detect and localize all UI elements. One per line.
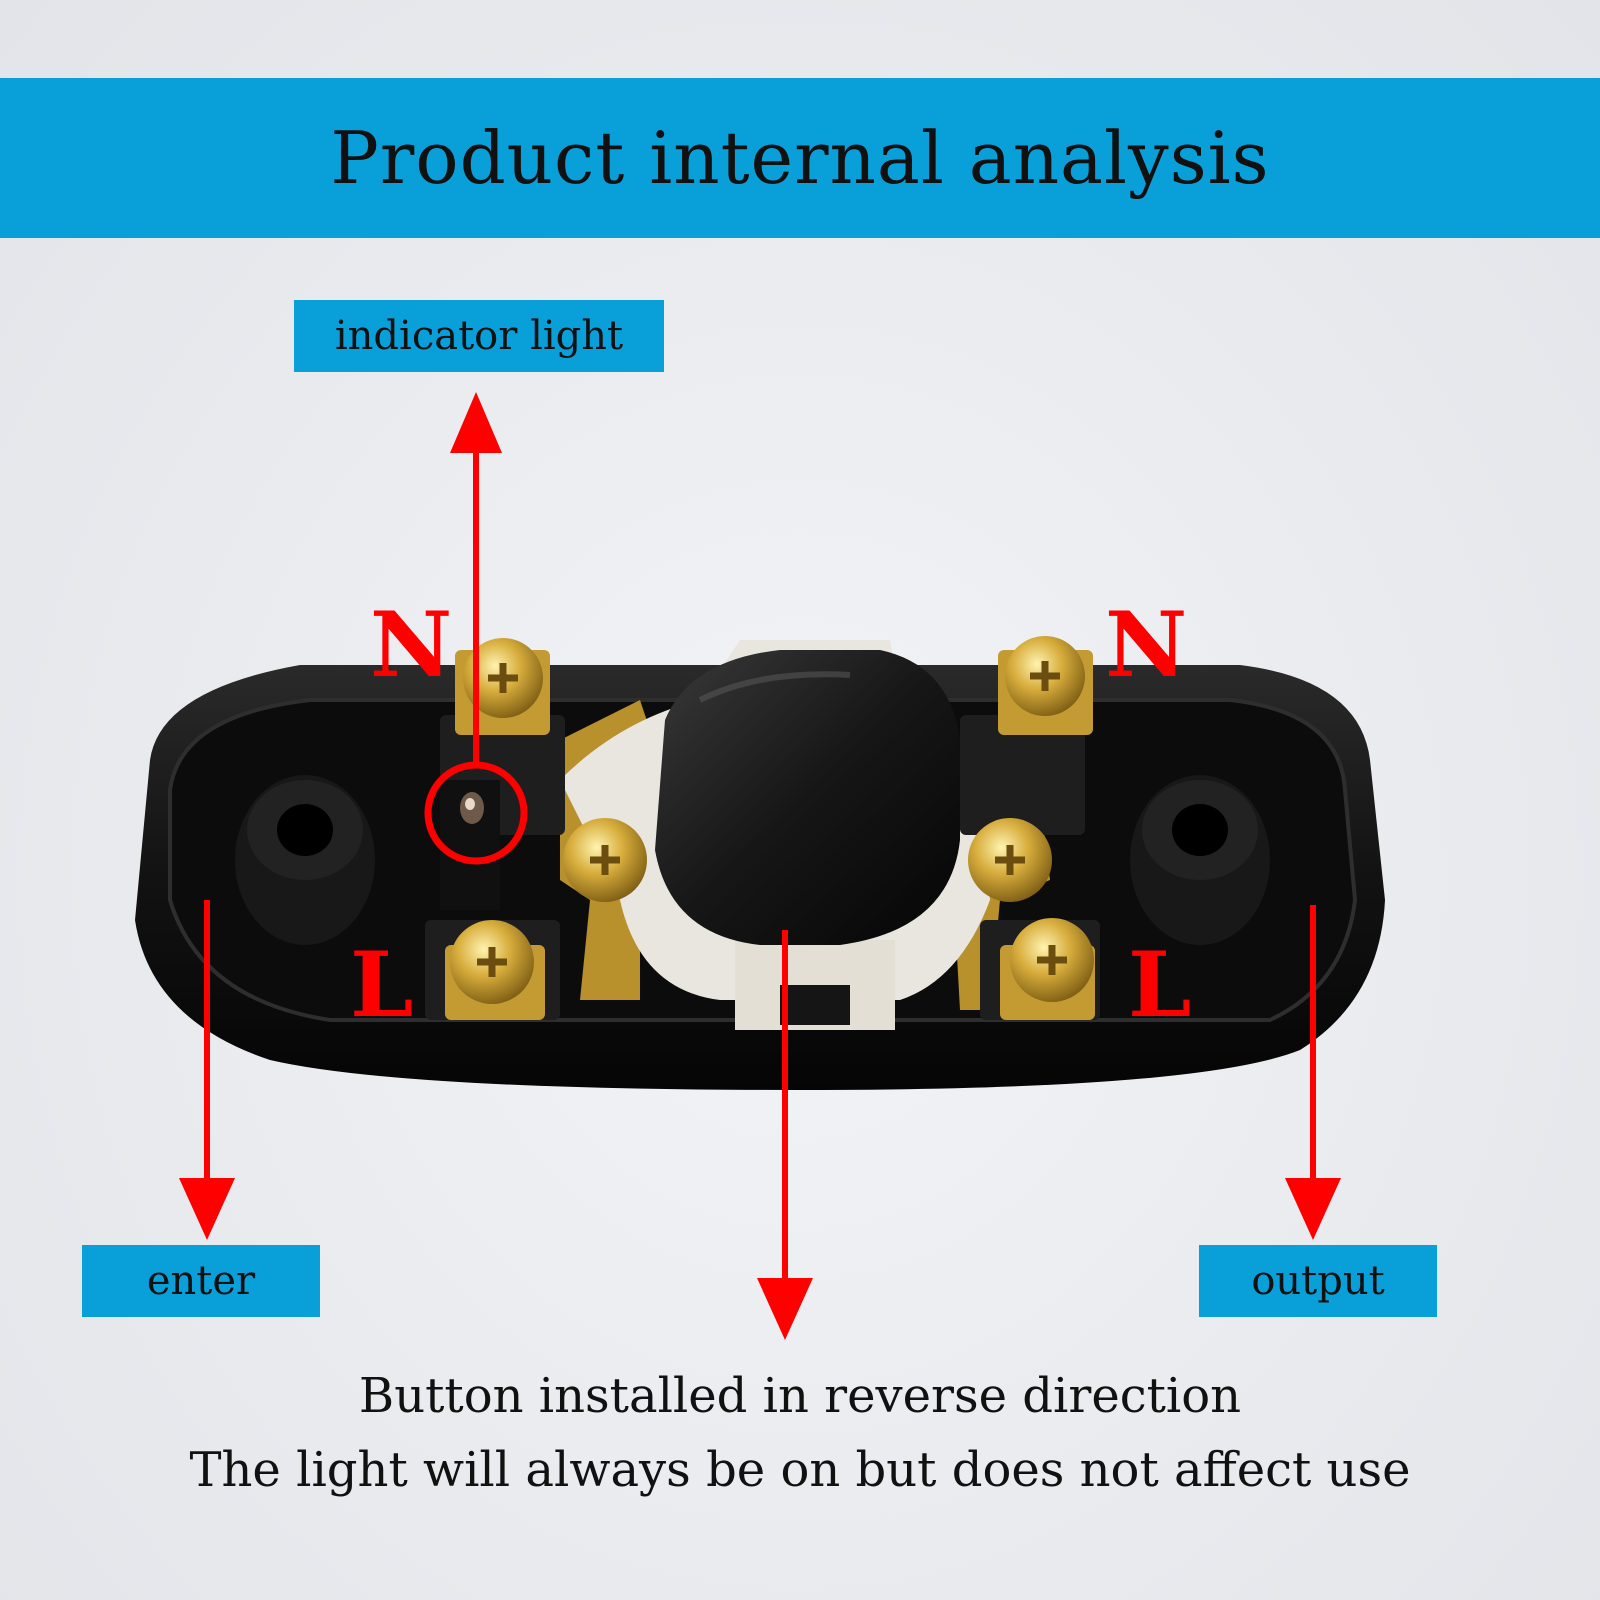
insulator-slot bbox=[780, 985, 850, 1025]
terminal-label-top-right: N bbox=[1105, 592, 1188, 698]
terminal-label-bottom-right: L bbox=[1128, 932, 1192, 1038]
screw-top-left bbox=[455, 638, 550, 735]
screw-middle-left bbox=[563, 818, 647, 902]
output-label: output bbox=[1199, 1245, 1437, 1317]
arrow-to-caption bbox=[757, 930, 813, 1340]
screw-bottom-right bbox=[1000, 918, 1095, 1020]
screw-middle-right bbox=[968, 818, 1052, 902]
terminal-block-top-right bbox=[960, 715, 1085, 835]
screw-top-right bbox=[998, 636, 1093, 735]
enter-label: enter bbox=[82, 1245, 320, 1317]
page-title: Product internal analysis bbox=[330, 116, 1270, 200]
title-banner: Product internal analysis bbox=[0, 78, 1600, 238]
left-mount-post bbox=[235, 775, 375, 945]
terminal-label-bottom-left: L bbox=[350, 932, 414, 1038]
right-mount-post bbox=[1130, 775, 1270, 945]
push-button-knob bbox=[655, 650, 960, 945]
arrow-to-output-label bbox=[1285, 905, 1341, 1240]
arrow-to-enter-label bbox=[179, 900, 235, 1240]
arrow-to-indicator-label bbox=[450, 392, 502, 765]
terminal-label-top-left: N bbox=[370, 592, 453, 698]
caption-line-2: The light will always be on but does not… bbox=[189, 1442, 1411, 1498]
indicator-light-label: indicator light bbox=[294, 300, 664, 372]
indicator-bulb bbox=[440, 780, 500, 910]
screw-bottom-left bbox=[445, 920, 545, 1020]
caption-line-1: Button installed in reverse direction bbox=[358, 1368, 1242, 1424]
